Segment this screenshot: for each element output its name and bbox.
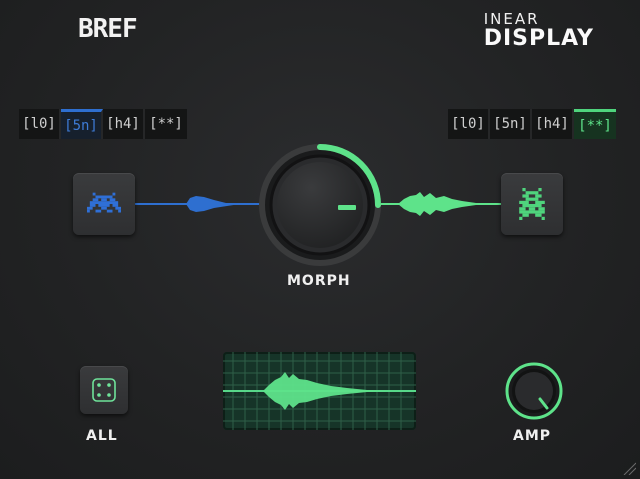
morph-knob[interactable] xyxy=(257,142,383,268)
brand-logo-right: INEAR DISPLAY xyxy=(484,12,594,51)
left-mode-option-h4[interactable]: [h4] xyxy=(103,109,145,139)
right-target-tile[interactable] xyxy=(501,173,563,235)
morph-knob-arc xyxy=(317,144,381,208)
left-source-tile[interactable] xyxy=(73,173,135,235)
amp-knob-pointer xyxy=(538,397,549,410)
right-mode-option-h4[interactable]: [h4] xyxy=(532,109,574,139)
scope-waveform xyxy=(263,372,393,410)
space-invader-icon xyxy=(519,188,545,220)
amp-label: AMP xyxy=(513,428,552,444)
waveform-display xyxy=(223,352,416,430)
all-label: ALL xyxy=(86,428,118,444)
right-mode-option-5n[interactable]: [5n] xyxy=(490,109,532,139)
right-mode-option-l0[interactable]: [l0] xyxy=(448,109,490,139)
right-mode-option-star[interactable]: [**] xyxy=(574,109,616,139)
amp-knob[interactable] xyxy=(504,361,564,421)
left-waveform xyxy=(186,196,240,212)
randomize-all-button[interactable] xyxy=(80,366,128,414)
right-mode-selector: [l0] [5n] [h4] [**] xyxy=(448,109,616,139)
left-mode-option-l0[interactable]: [l0] xyxy=(19,109,61,139)
morph-label: MORPH xyxy=(287,273,351,289)
right-waveform xyxy=(398,192,490,216)
left-mode-option-star[interactable]: [**] xyxy=(145,109,187,139)
brand-logo-right-small: INEAR xyxy=(483,10,540,28)
left-mode-selector: [l0] [5n] [h4] [**] xyxy=(19,109,187,139)
brand-logo-right-big: DISPLAY xyxy=(483,26,594,51)
space-invader-icon xyxy=(87,192,121,213)
dice-icon xyxy=(92,378,116,402)
morph-knob-pointer xyxy=(338,205,356,210)
left-mode-option-5n[interactable]: [5n] xyxy=(61,109,103,139)
brand-logo-left: BREF xyxy=(78,14,138,44)
resize-grip-icon[interactable] xyxy=(622,461,636,475)
waveform-display-graphic xyxy=(223,352,416,430)
